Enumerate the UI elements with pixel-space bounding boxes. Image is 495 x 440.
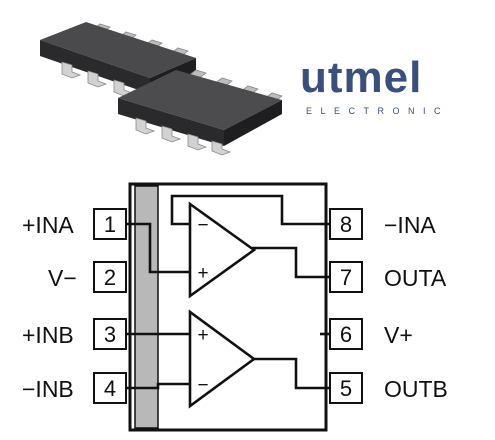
pin-5-number: 5 [340, 376, 352, 401]
pin-1-number: 1 [104, 212, 116, 237]
op-amp-b-triangle [188, 309, 257, 409]
pin-4-label: −INB [22, 376, 74, 402]
op-amp-b: + − [188, 309, 257, 409]
pin-8-number: 8 [340, 212, 352, 237]
wire-amp-a-out-to-pin7 [252, 246, 330, 279]
pin-2-label: V− [48, 265, 77, 291]
pin-4-number: 4 [104, 376, 116, 401]
pin-7-number: 7 [340, 265, 352, 290]
pin-2: 2 [93, 261, 127, 293]
pin-4: 4 [93, 372, 127, 404]
pin-3-number: 3 [104, 322, 116, 347]
op-amp-b-plus: + [197, 325, 208, 346]
v-minus-strip [134, 185, 159, 429]
internal-wiring [126, 194, 330, 390]
pin-1-label: +INA [22, 212, 74, 238]
ic-package-outline [128, 182, 328, 432]
chip-body-right [118, 70, 282, 146]
op-amp-a-minus: − [197, 215, 208, 236]
pin-8: 8 [329, 208, 363, 240]
brand-subtitle: ELECTRONIC [306, 106, 449, 116]
brand-logo: utmel ELECTRONIC [300, 53, 449, 116]
pin-6: 6 [329, 318, 363, 350]
op-amp-a-triangle [188, 201, 257, 299]
wire-amp-b-out-to-pin5 [252, 357, 330, 390]
pinout-diagram: 1 2 3 4 8 7 6 5 +I [22, 182, 448, 432]
pin-7-label: OUTA [384, 265, 447, 291]
pin-3-label: +INB [22, 322, 74, 348]
pin-5: 5 [329, 372, 363, 404]
pin-7: 7 [329, 261, 363, 293]
pin-8-label: −INA [384, 212, 436, 238]
soic-8-package-photo [40, 22, 283, 156]
op-amp-a-plus: + [197, 263, 208, 284]
pin-3: 3 [93, 318, 127, 350]
pin-6-number: 6 [340, 322, 352, 347]
wire-pin4-to-amp-b-minus [126, 382, 190, 390]
op-amp-b-minus: − [197, 375, 208, 396]
wire-pin8-to-amp-a-minus [170, 194, 330, 226]
op-amp-a: − + [188, 201, 257, 299]
pin-5-label: OUTB [384, 376, 448, 402]
brand-wordmark: utmel [300, 53, 422, 102]
chip-leads-bottom [135, 117, 232, 156]
pin-6-label: V+ [384, 322, 413, 348]
pin-1: 1 [93, 208, 127, 240]
pin-2-number: 2 [104, 265, 116, 290]
wire-pin1-to-amp-a-plus [126, 222, 190, 274]
